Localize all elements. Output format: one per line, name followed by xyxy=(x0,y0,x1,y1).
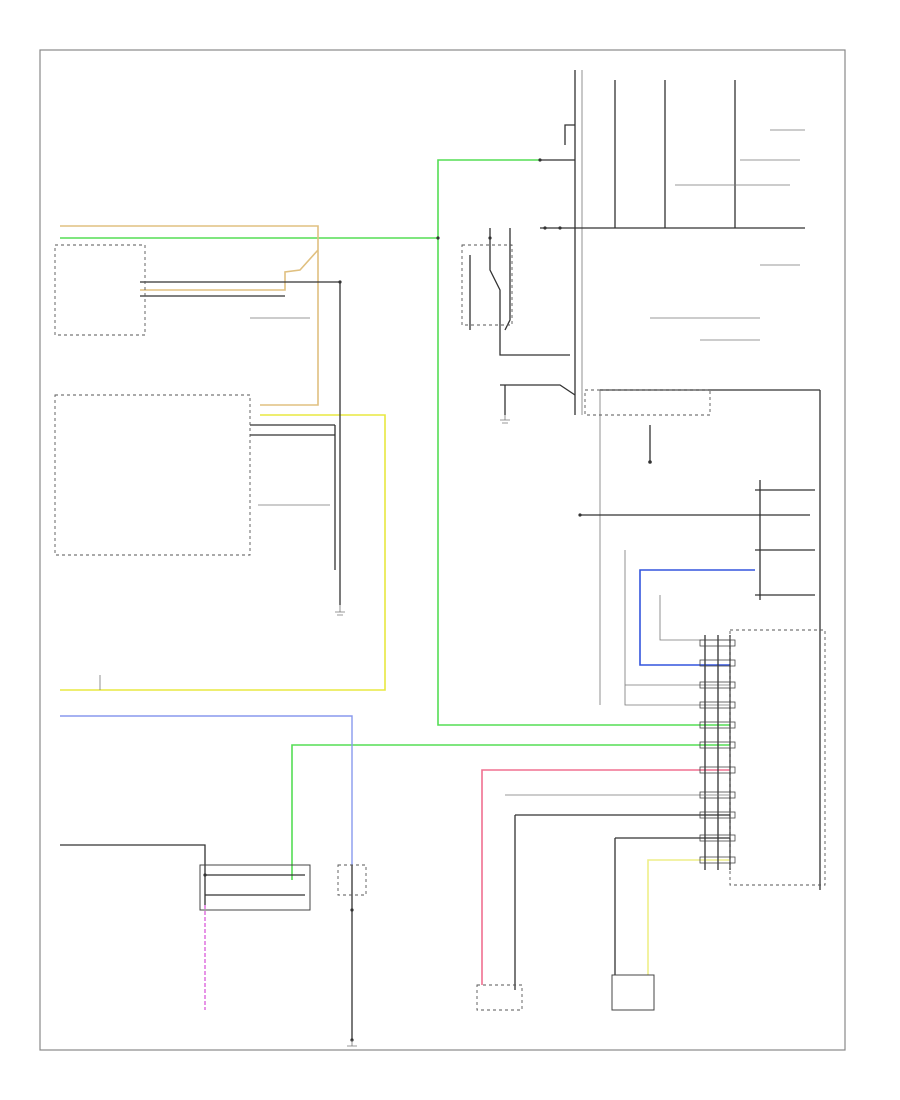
bottom-left-connector xyxy=(199,864,311,911)
wire-green-lower xyxy=(291,744,730,880)
control-module-left xyxy=(54,394,251,556)
relay-box xyxy=(461,244,513,326)
wire-lightblue xyxy=(60,715,353,865)
splice-icon xyxy=(203,158,652,1042)
diagram-border xyxy=(39,49,846,1051)
components xyxy=(54,244,826,1011)
powertrain-control-module xyxy=(729,629,826,886)
wire-yellow xyxy=(60,414,386,691)
colored-wires xyxy=(60,159,755,1010)
wire-blue xyxy=(639,569,755,666)
relay-small xyxy=(337,864,367,896)
black-wires xyxy=(60,70,821,1040)
power-distribution-box xyxy=(584,389,711,416)
bottom-sensor-left xyxy=(476,984,523,1011)
ground-icon xyxy=(335,415,510,1047)
wire-green-main xyxy=(60,159,730,726)
connector-pins xyxy=(699,639,736,864)
wire-lightyellow xyxy=(647,859,730,975)
bottom-sensor-right xyxy=(611,974,655,1011)
wire-tan xyxy=(60,225,319,406)
switch-module-top-left xyxy=(54,244,146,336)
wire-pink xyxy=(481,769,730,985)
